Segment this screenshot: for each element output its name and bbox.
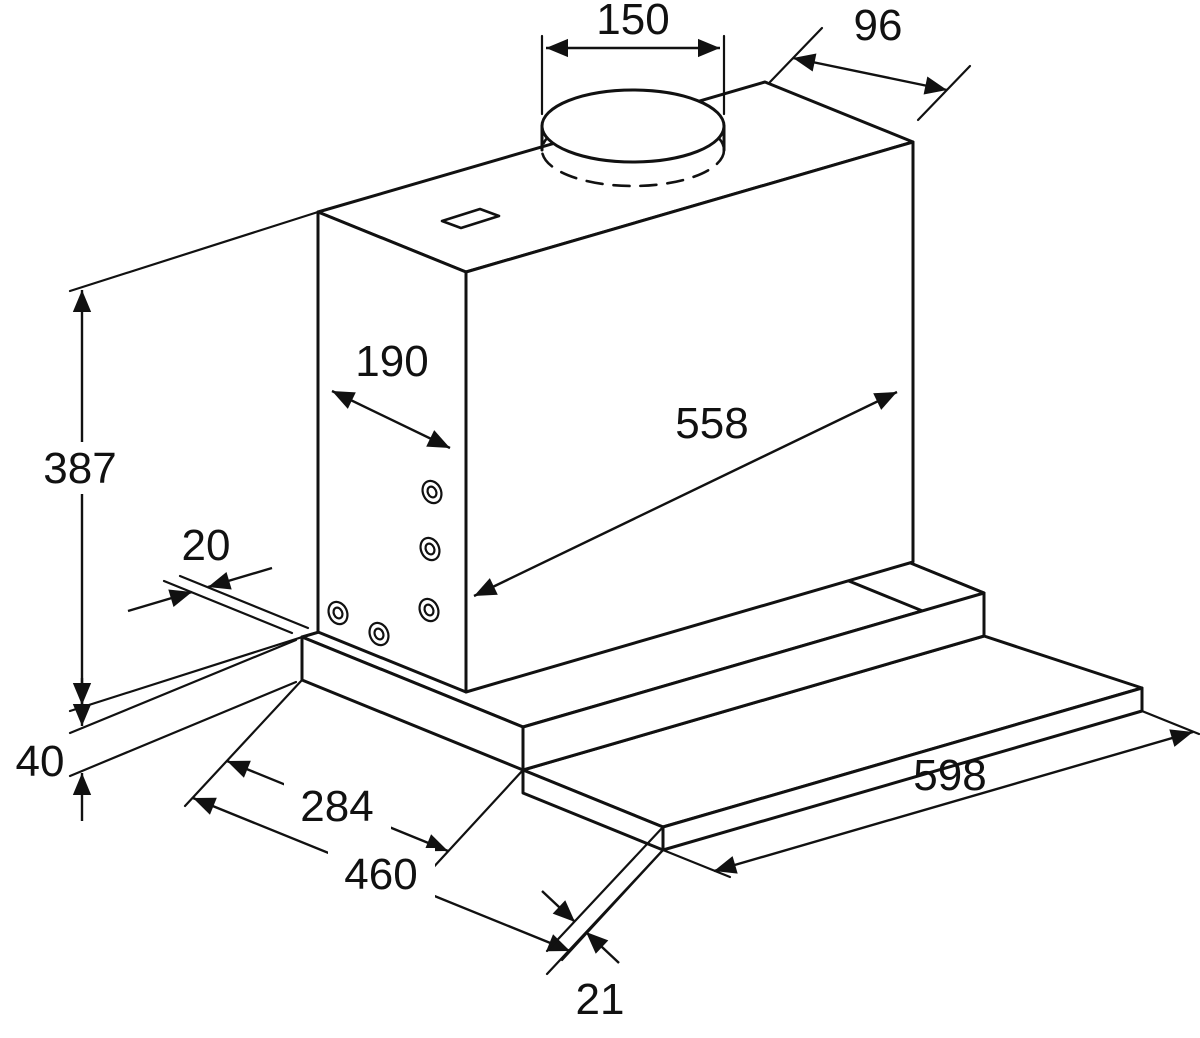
dim-total-depth: 460 bbox=[192, 796, 665, 962]
dim-body-height: 387 bbox=[34, 210, 320, 713]
duct-top-opening bbox=[540, 88, 726, 164]
dim-duct-rear-offset: 96 bbox=[768, 1, 972, 122]
dim-body-width: 558 bbox=[473, 390, 898, 598]
dim-label-base-height: 40 bbox=[16, 737, 65, 786]
dim-label-base-depth: 284 bbox=[300, 782, 373, 831]
duct-collar bbox=[540, 88, 726, 188]
dim-side-depth: 190 bbox=[331, 337, 451, 450]
base-front-face bbox=[521, 591, 986, 772]
dim-label-duct-diameter: 150 bbox=[596, 0, 669, 44]
dim-label-body-height: 387 bbox=[43, 444, 116, 493]
dim-visor-thickness: 21 bbox=[541, 825, 665, 1024]
dim-visor-width: 598 bbox=[661, 709, 1200, 879]
dim-label-rear-ledge: 20 bbox=[182, 521, 231, 570]
body-left-face bbox=[316, 210, 468, 694]
dim-duct-diameter: 150 bbox=[540, 0, 726, 116]
dim-label-side-depth: 190 bbox=[355, 337, 428, 386]
dim-label-body-width: 558 bbox=[675, 399, 748, 448]
mounting-hole bbox=[421, 479, 443, 505]
mounting-holes bbox=[327, 479, 443, 647]
mounting-hole bbox=[368, 621, 390, 647]
dim-base-height: 40 bbox=[16, 638, 298, 821]
dim-label-total-depth: 460 bbox=[344, 850, 417, 899]
mounting-hole bbox=[418, 597, 440, 623]
dim-label-visor-width: 598 bbox=[913, 751, 986, 800]
control-cutout bbox=[440, 207, 501, 230]
mounting-hole bbox=[327, 600, 349, 626]
dim-rear-ledge: 20 bbox=[127, 521, 310, 635]
mounting-hole bbox=[419, 536, 441, 562]
dim-label-visor-thickness: 21 bbox=[576, 975, 625, 1024]
dim-label-duct-rear-offset: 96 bbox=[854, 1, 903, 50]
